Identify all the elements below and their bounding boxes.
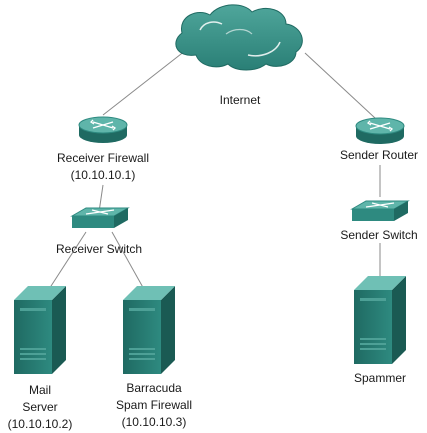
barracuda-label-line2: Spam Firewall bbox=[115, 398, 193, 412]
mail-server-label-line2: Server bbox=[22, 400, 58, 414]
internet-cloud-icon bbox=[175, 4, 303, 71]
spammer-icon bbox=[354, 276, 406, 364]
sender-router-icon bbox=[355, 117, 405, 144]
internet-label: Internet bbox=[219, 93, 261, 107]
barracuda-label-line1: Barracuda bbox=[126, 381, 182, 395]
receiver-firewall-ip: (10.10.10.1) bbox=[70, 168, 136, 182]
sender-switch-icon bbox=[350, 200, 410, 221]
receiver-switch-icon bbox=[70, 207, 130, 228]
receiver-firewall-label: Receiver Firewall bbox=[56, 151, 150, 165]
mail-server-icon bbox=[14, 286, 66, 374]
sender-switch-label: Sender Switch bbox=[340, 228, 418, 242]
barracuda-icon bbox=[123, 286, 175, 374]
sender-router-label: Sender Router bbox=[339, 148, 419, 162]
link-internet-receiver-firewall bbox=[102, 46, 191, 116]
receiver-firewall-icon bbox=[78, 116, 128, 143]
mail-server-ip: (10.10.10.2) bbox=[7, 417, 73, 431]
barracuda-ip: (10.10.10.3) bbox=[121, 415, 187, 429]
mail-server-label-line1: Mail bbox=[28, 383, 52, 397]
spammer-label: Spammer bbox=[353, 371, 407, 385]
receiver-switch-label: Receiver Switch bbox=[55, 242, 143, 256]
links bbox=[41, 46, 381, 301]
link-internet-sender-router bbox=[304, 52, 376, 119]
